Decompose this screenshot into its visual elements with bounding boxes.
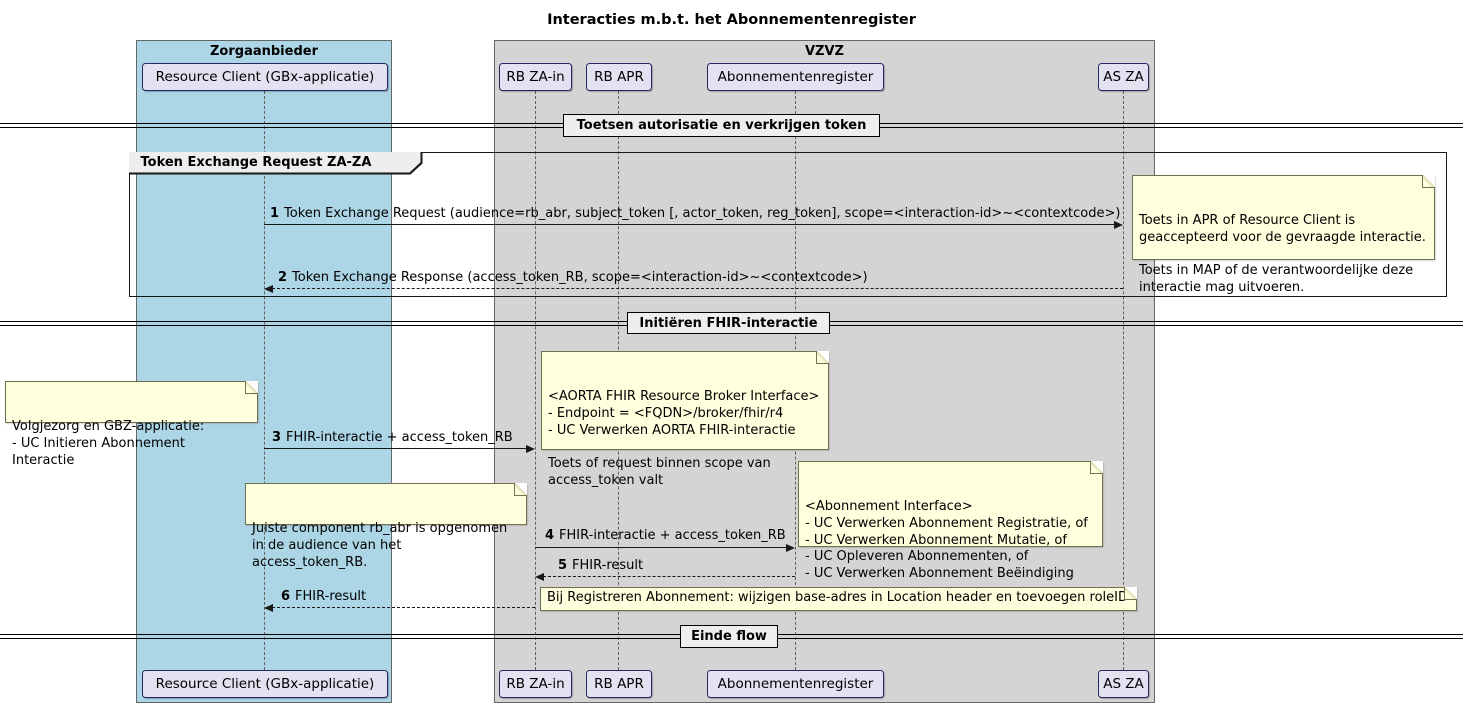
participant-label: RB ZA-in (506, 69, 565, 85)
lifeline-as-za (1123, 91, 1124, 670)
frame-label-text: Token Exchange Request ZA-ZA (140, 154, 372, 170)
message-5-label: 5 FHIR-result (558, 558, 643, 573)
participant-as-za-top: AS ZA (1098, 63, 1149, 91)
participant-label: RB APR (594, 676, 644, 692)
participant-abonnementenregister-bottom: Abonnementenregister (707, 670, 884, 698)
message-1-label: 1 Token Exchange Request (audience=rb_abr… (270, 206, 1120, 221)
message-2-line (272, 288, 1123, 289)
message-3-line (264, 448, 528, 449)
note-text: Volgjezorg en GBZ-applicatie: - UC Initi… (12, 418, 205, 468)
arrowhead-left-icon (264, 285, 273, 293)
arrowhead-right-icon (1114, 221, 1123, 229)
note-juiste-component: Juiste component rb_abr is opgenomen in … (245, 483, 527, 570)
participant-rb-za-in-bottom: RB ZA-in (499, 670, 572, 698)
message-1-line (264, 224, 1121, 225)
note-text: <Abonnement Interface> - UC Verwerken Ab… (805, 498, 1088, 582)
participant-label: AS ZA (1103, 69, 1144, 85)
note-text: <AORTA FHIR Resource Broker Interface> -… (548, 388, 820, 489)
note-bij-registreren: Bij Registreren Abonnement: wijzigen bas… (540, 587, 1137, 611)
group-label-zorgaanbieder: Zorgaanbieder (210, 44, 318, 59)
participant-rb-apr-bottom: RB APR (586, 670, 652, 698)
note-fold-icon (816, 351, 829, 364)
message-text: FHIR-result (572, 558, 644, 573)
group-label-vzvz: VZVZ (805, 44, 844, 59)
participant-label: AS ZA (1103, 676, 1144, 692)
participant-label: RB ZA-in (506, 676, 565, 692)
note-fold-icon (514, 483, 527, 496)
message-number: 2 (278, 270, 288, 285)
participant-as-za-bottom: AS ZA (1098, 670, 1149, 698)
divider-label: Einde flow (691, 629, 767, 644)
arrowhead-left-icon (535, 573, 544, 581)
participant-rb-apr-top: RB APR (586, 63, 652, 91)
note-text: Bij Registreren Abonnement: wijzigen bas… (547, 590, 1128, 605)
diagram-title: Interacties m.b.t. het Abonnementenregis… (547, 12, 916, 28)
message-4-line (535, 547, 788, 548)
note-volgjezorg: Volgjezorg en GBZ-applicatie: - UC Initi… (5, 381, 258, 468)
message-6-label: 6 FHIR-result (281, 589, 366, 604)
note-text: Juiste component rb_abr is opgenomen in … (252, 520, 508, 570)
participant-rb-za-in-top: RB ZA-in (499, 63, 572, 91)
arrowhead-right-icon (786, 544, 795, 552)
message-number: 6 (281, 589, 291, 604)
note-text: Toets in APR of Resource Client is geacc… (1139, 212, 1426, 296)
note-aorta-fhir-broker: <AORTA FHIR Resource Broker Interface> -… (541, 351, 829, 488)
message-text: FHIR-interactie + access_token_RB (559, 528, 786, 543)
participant-label: Abonnementenregister (717, 69, 874, 85)
participant-abonnementenregister-top: Abonnementenregister (707, 63, 884, 91)
arrowhead-right-icon (526, 445, 535, 453)
participant-label: RB APR (594, 69, 644, 85)
divider-label: Initiëren FHIR-interactie (639, 315, 818, 331)
participant-resource-client-bottom: Resource Client (GBx-applicatie) (142, 670, 388, 698)
message-4-label: 4 FHIR-interactie + access_token_RB (545, 528, 786, 543)
participant-label: Abonnementenregister (717, 676, 874, 692)
message-number: 3 (272, 430, 282, 445)
frame-label: Token Exchange Request ZA-ZA (129, 152, 421, 173)
message-text: FHIR-interactie + access_token_RB (286, 430, 513, 445)
divider-einde-flow: Einde flow (680, 625, 778, 648)
message-number: 1 (270, 206, 280, 221)
note-fold-icon (1123, 587, 1137, 600)
divider-toetsen-autorisatie: Toetsen autorisatie en verkrijgen token (563, 114, 880, 137)
message-number: 5 (558, 558, 568, 573)
participant-label: Resource Client (GBx-applicatie) (155, 69, 375, 85)
note-fold-icon (245, 381, 258, 394)
lifeline-resource-client (264, 91, 265, 670)
participant-label: Resource Client (GBx-applicatie) (155, 676, 375, 692)
lifeline-rb-za-in (535, 91, 536, 670)
message-6-line (272, 607, 535, 608)
message-2-label: 2 Token Exchange Response (access_token_R… (278, 270, 868, 285)
note-apr-map-check: Toets in APR of Resource Client is geacc… (1132, 175, 1435, 295)
arrowhead-left-icon (264, 604, 273, 612)
message-3-label: 3 FHIR-interactie + access_token_RB (272, 430, 513, 445)
frame-token-exchange: Token Exchange Request ZA-ZA (129, 152, 1447, 297)
message-number: 4 (545, 528, 555, 543)
message-text: Token Exchange Request (audience=rb_abr,… (284, 206, 1121, 221)
participant-resource-client-top: Resource Client (GBx-applicatie) (142, 63, 388, 91)
note-fold-icon (1090, 461, 1103, 474)
message-5-line (543, 576, 795, 577)
frame-label-shape: Token Exchange Request ZA-ZA (129, 152, 423, 175)
note-abonnement-interface: <Abonnement Interface> - UC Verwerken Ab… (798, 461, 1103, 581)
divider-initieren-fhir: Initiëren FHIR-interactie (627, 312, 830, 334)
note-fold-icon (1422, 175, 1435, 188)
message-text: FHIR-result (295, 589, 367, 604)
message-text: Token Exchange Response (access_token_RB… (292, 270, 868, 285)
divider-label: Toetsen autorisatie en verkrijgen token (576, 118, 867, 133)
